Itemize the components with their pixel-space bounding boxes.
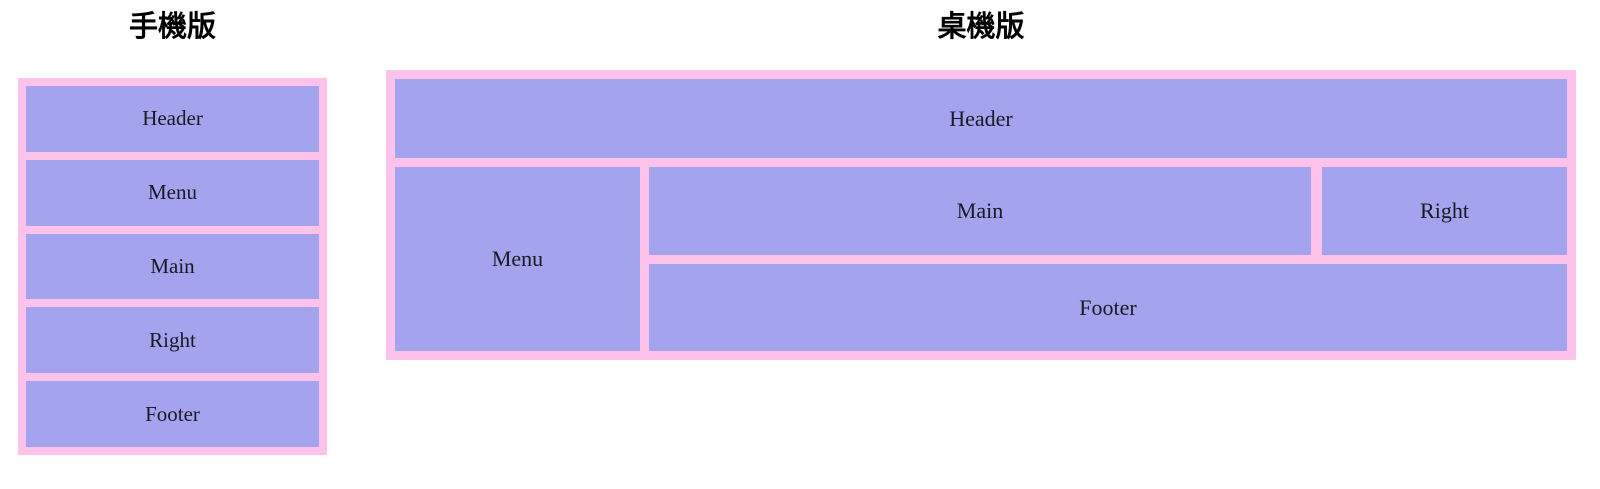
mobile-block-header: Header	[26, 86, 319, 152]
desktop-block-header: Header	[395, 79, 1567, 158]
desktop-main-right-row: Main Right	[649, 167, 1567, 255]
mobile-layout-wireframe: Header Menu Main Right Footer	[18, 78, 327, 455]
desktop-block-main: Main	[649, 167, 1311, 255]
desktop-block-footer: Footer	[649, 264, 1567, 351]
desktop-block-right: Right	[1322, 167, 1567, 255]
desktop-block-menu: Menu	[395, 167, 640, 351]
desktop-content-column: Main Right Footer	[649, 167, 1567, 351]
mobile-layout-title: 手機版	[128, 11, 216, 43]
mobile-block-footer: Footer	[26, 381, 319, 447]
desktop-layout-title: 桌機版	[937, 11, 1025, 43]
mobile-block-menu: Menu	[26, 159, 319, 226]
mobile-block-main: Main	[26, 233, 319, 300]
desktop-body-region: Menu Main Right Footer	[395, 167, 1567, 351]
mobile-block-right: Right	[26, 307, 319, 374]
desktop-layout-wireframe: Header Menu Main Right Footer	[386, 70, 1576, 360]
